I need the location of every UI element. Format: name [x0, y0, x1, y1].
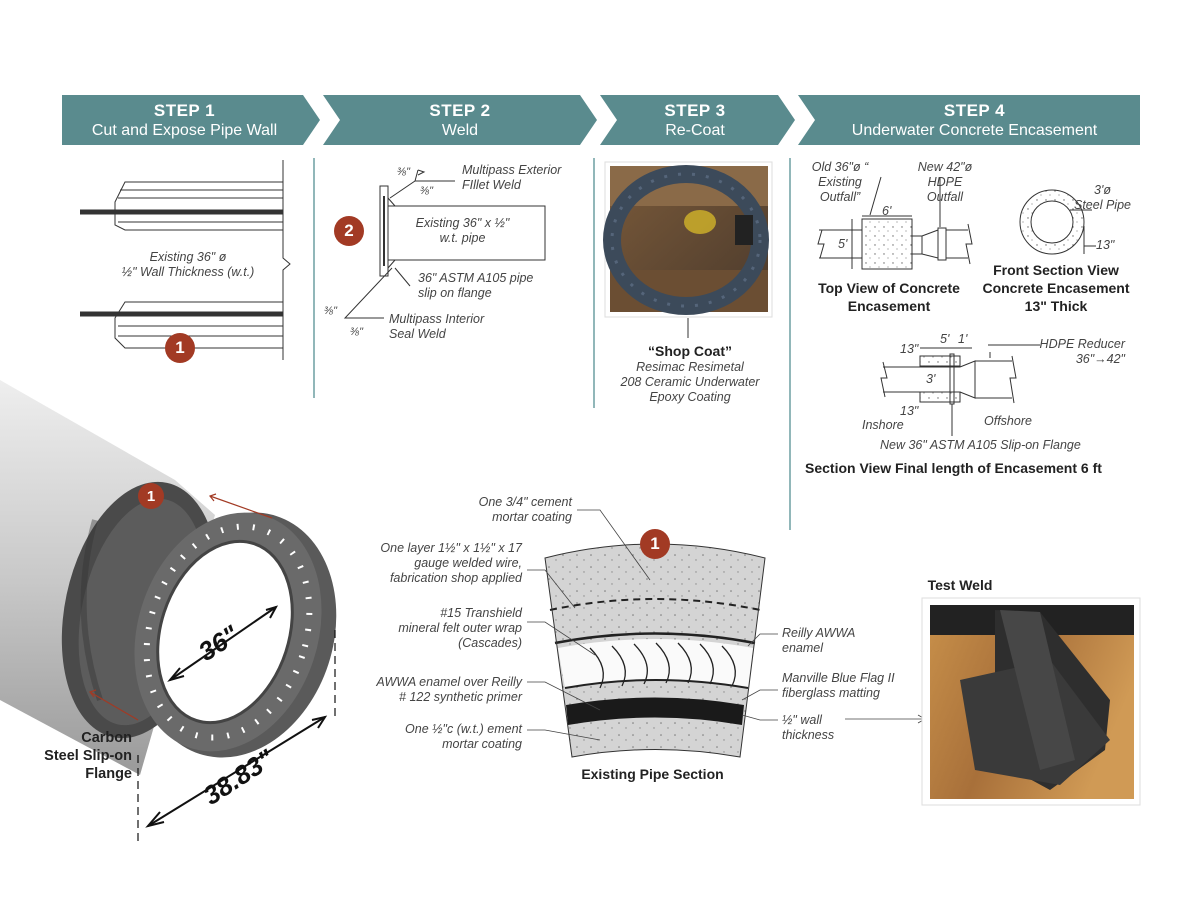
dim-3ft-section: 3'	[926, 372, 936, 386]
shop-coat-body: Resimac Resimetal 208 Ceramic Underwater…	[620, 360, 760, 404]
section-title: Existing Pipe Section	[581, 766, 724, 782]
step2-badge: 2	[334, 216, 364, 246]
flange-label: 36" ASTM A105 pipe slip on flange	[418, 271, 534, 300]
step1-title: Cut and Expose Pipe Wall	[91, 122, 278, 139]
step4-front-view	[1019, 189, 1096, 255]
step3-label: STEP 3	[664, 101, 726, 120]
section-label-3: #15 Transhield mineral felt outer wrap (…	[398, 606, 522, 650]
step2-drawing	[343, 169, 546, 319]
hdpe-reducer-label: HDPE Reducer 36"→42"	[1039, 337, 1125, 366]
shop-coat-title: “Shop Coat”	[648, 343, 732, 359]
step1-drawing	[80, 160, 291, 360]
old-outfall-label: Old 36"ø “ Existing Outfall”	[811, 160, 869, 204]
dim-1ft-section: 1'	[958, 332, 968, 346]
existing-pipe-label: Existing 36" x ½" w.t. pipe	[415, 216, 510, 245]
dim-5ft-section: 5'	[940, 332, 950, 346]
inshore-label: Inshore	[862, 418, 904, 432]
test-weld-title: Test Weld	[927, 577, 993, 593]
step3-header: STEP 3 Re-Coat	[615, 95, 775, 145]
new-outfall-label: New 42"ø HDPE Outfall	[917, 160, 973, 204]
flange-dimension-lines	[137, 605, 336, 845]
step1-banner	[62, 95, 320, 145]
step3-banner	[600, 95, 795, 145]
ext-weld-label: Multipass Exterior FIllet Weld	[462, 163, 562, 192]
front-view-title: Front Section View Concrete Encasement 1…	[982, 262, 1130, 314]
dim-13-front: 13"	[1096, 238, 1115, 252]
step1-badge: 1	[165, 333, 195, 363]
section-right-3: ½" wall thickness	[782, 713, 835, 742]
section-label-5: One ½"c (w.t.) ement mortar coating	[405, 722, 522, 751]
section-label-4: AWWA enamel over Reilly # 122 synthetic …	[376, 675, 522, 704]
section-right-1: Reilly AWWA enamel	[782, 626, 856, 655]
section-view-title: Section View Final length of Encasement …	[805, 460, 1102, 476]
shop-coat-photo	[603, 161, 773, 338]
test-weld-photo	[921, 597, 1141, 806]
step2-banner	[323, 95, 597, 145]
step3-title: Re-Coat	[665, 122, 725, 139]
frac-b: ⅜"	[420, 185, 434, 197]
step4-label: STEP 4	[943, 101, 1006, 120]
step1-label: STEP 1	[153, 101, 216, 120]
steel-pipe-label: 3'ø Steel Pipe	[1074, 183, 1131, 212]
int-weld-label: Multipass Interior Seal Weld	[389, 312, 485, 341]
offshore-label: Offshore	[984, 414, 1032, 428]
step2-header: STEP 2 Weld	[340, 95, 580, 145]
step1-pipe-label: Existing 36" ø ½" Wall Thickness (w.t.)	[121, 250, 255, 279]
step4-top-view	[817, 176, 973, 270]
section-badge: 1	[640, 529, 670, 559]
section-label-2: One layer 1½" x 1½" x 17 gauge welded wi…	[380, 541, 522, 585]
dim-13-bottom: 13"	[900, 404, 919, 418]
section-right-2: Manville Blue Flag II fiberglass matting	[782, 671, 895, 700]
step4-section-view	[880, 344, 1040, 436]
step4-title: Underwater Concrete Encasement	[851, 122, 1098, 139]
frac-d: ⅜"	[350, 326, 364, 338]
step4-banner	[798, 95, 1140, 145]
step4-header: STEP 4 Underwater Concrete Encasement	[812, 95, 1137, 145]
section-label-1: One 3/4" cement mortar coating	[478, 495, 572, 524]
step2-label: STEP 2	[429, 101, 491, 120]
new-flange-note: New 36" ASTM A105 Slip-on Flange	[880, 438, 1081, 452]
flange-3d	[134, 512, 337, 758]
red-arrows	[88, 493, 273, 721]
dim-13-top: 13"	[900, 342, 919, 356]
pipe-section	[544, 543, 766, 758]
section-leader-lines	[527, 509, 926, 741]
flange-badge: 1	[138, 483, 164, 509]
top-view-title: Top View of Concrete Encasement	[818, 280, 960, 314]
dim-5ft: 5'	[838, 237, 848, 251]
frac-c: ⅜"	[324, 305, 338, 317]
step1-header: STEP 1 Cut and Expose Pipe Wall	[62, 95, 307, 145]
step2-title: Weld	[441, 122, 479, 139]
dim-6ft: 6'	[882, 204, 892, 218]
frac-a: ⅜"	[397, 166, 411, 178]
carbon-flange-label: Carbon Steel Slip-on Flange	[44, 730, 132, 782]
